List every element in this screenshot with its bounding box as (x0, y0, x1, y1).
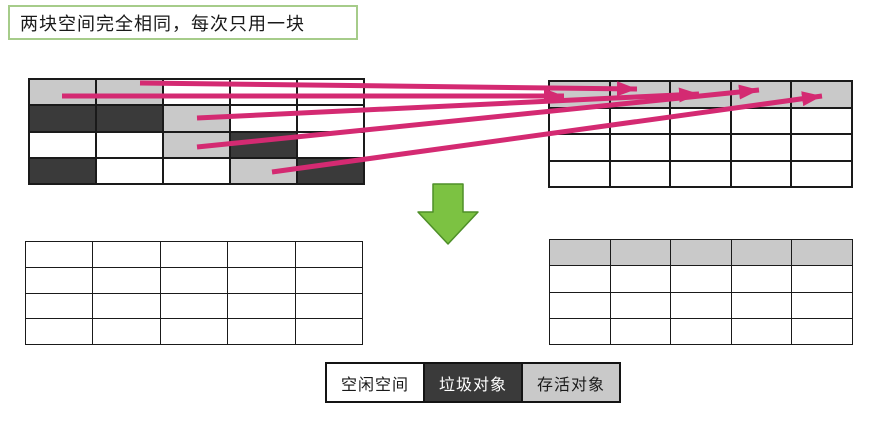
grid-cell-free (26, 319, 93, 344)
grid-cell-free (228, 267, 295, 293)
grid-cell-live (731, 240, 792, 266)
grid-cell-live (164, 132, 229, 157)
grid-cell-free (295, 267, 362, 293)
grid-cell-free (97, 132, 162, 157)
grid-cell-free (731, 108, 791, 133)
grid-cell-free (610, 266, 671, 292)
grid-cell-garbage (97, 106, 162, 131)
grid-cell-free (550, 266, 610, 292)
grid-cell-free (610, 135, 670, 160)
legend-item-live: 存活对象 (523, 364, 619, 401)
grid-active-space-before (28, 78, 365, 185)
legend-item-garbage: 垃圾对象 (425, 364, 521, 401)
grid-cell-free (231, 80, 296, 105)
legend-label: 空闲空间 (340, 374, 409, 394)
grid-cell-free (30, 132, 95, 157)
grid-cell-garbage (30, 158, 95, 183)
grid-cell-free (93, 293, 160, 319)
grid-cell-free (792, 292, 852, 318)
grid-cell-free (160, 319, 228, 344)
grid-cell-free (164, 80, 229, 105)
grid-cell-garbage (30, 106, 95, 131)
grid-cell-free (26, 267, 93, 293)
grid-cell-live (164, 106, 229, 131)
grid-cell-free (93, 267, 160, 293)
grid-cell-free (792, 318, 852, 344)
grid-cell-free (610, 292, 671, 318)
grid-cell-free (295, 319, 362, 344)
grid-cell-free (550, 135, 609, 160)
grid-cell-free (298, 132, 363, 157)
title-box: 两块空间完全相同，每次只用一块 (8, 5, 358, 40)
grid-cell-live (731, 82, 791, 107)
down-arrow-icon (417, 183, 479, 245)
grid-cell-free (731, 135, 791, 160)
grid-cell-free (731, 161, 791, 186)
grid-cell-free (671, 161, 730, 186)
grid-cell-free (792, 135, 851, 160)
grid-cell-live (792, 240, 852, 266)
grid-cell-live (671, 82, 730, 107)
grid-cell-free (792, 161, 851, 186)
grid-cell-free (550, 108, 609, 133)
grid-cell-free (164, 158, 229, 183)
grid-cell-garbage (231, 132, 296, 157)
grid-cell-free (160, 267, 228, 293)
grid-cell-live (231, 158, 296, 183)
grid-cell-free (731, 318, 792, 344)
grid-cell-free (671, 108, 730, 133)
grid-cell-free (671, 292, 731, 318)
grid-cell-free (298, 80, 363, 105)
grid-cell-free (93, 242, 160, 267)
grid-cell-free (610, 318, 671, 344)
grid-cell-free (550, 161, 609, 186)
grid-cell-live (671, 240, 731, 266)
grid-cell-live (550, 82, 609, 107)
grid-cell-free (671, 266, 731, 292)
grid-cell-free (93, 319, 160, 344)
grid-cell-free (731, 292, 792, 318)
legend-item-free: 空闲空间 (327, 364, 423, 401)
grid-cell-free (26, 293, 93, 319)
grid-cell-free (295, 242, 362, 267)
grid-cell-live (30, 80, 95, 105)
grid-cell-free (792, 266, 852, 292)
grid-cell-free (228, 319, 295, 344)
grid-cell-free (295, 293, 362, 319)
grid-cell-live (550, 240, 610, 266)
grid-cell-garbage (298, 158, 363, 183)
grid-cell-free (228, 242, 295, 267)
grid-cell-free (26, 242, 93, 267)
grid-cell-free (228, 293, 295, 319)
grid-reserve-space-copy-target (548, 80, 853, 188)
grid-cell-free (160, 293, 228, 319)
grid-cell-live (792, 82, 851, 107)
legend-label: 垃圾对象 (438, 374, 507, 394)
legend-label: 存活对象 (536, 374, 605, 394)
grid-cell-free (731, 266, 792, 292)
grid-cell-free (298, 106, 363, 131)
title-text: 两块空间完全相同，每次只用一块 (20, 13, 305, 35)
legend: 空闲空间 垃圾对象 存活对象 (325, 362, 621, 403)
grid-cell-free (671, 318, 731, 344)
grid-cell-free (550, 292, 610, 318)
grid-cell-free (792, 108, 851, 133)
grid-cell-free (160, 242, 228, 267)
grid-reserve-space-after (549, 239, 853, 345)
grid-active-space-after (25, 241, 363, 345)
grid-cell-free (550, 318, 610, 344)
grid-cell-live (97, 80, 162, 105)
grid-cell-free (97, 158, 162, 183)
grid-cell-free (231, 106, 296, 131)
grid-cell-free (671, 135, 730, 160)
grid-cell-free (610, 161, 670, 186)
grid-cell-free (610, 108, 670, 133)
grid-cell-live (610, 82, 670, 107)
grid-cell-live (610, 240, 671, 266)
